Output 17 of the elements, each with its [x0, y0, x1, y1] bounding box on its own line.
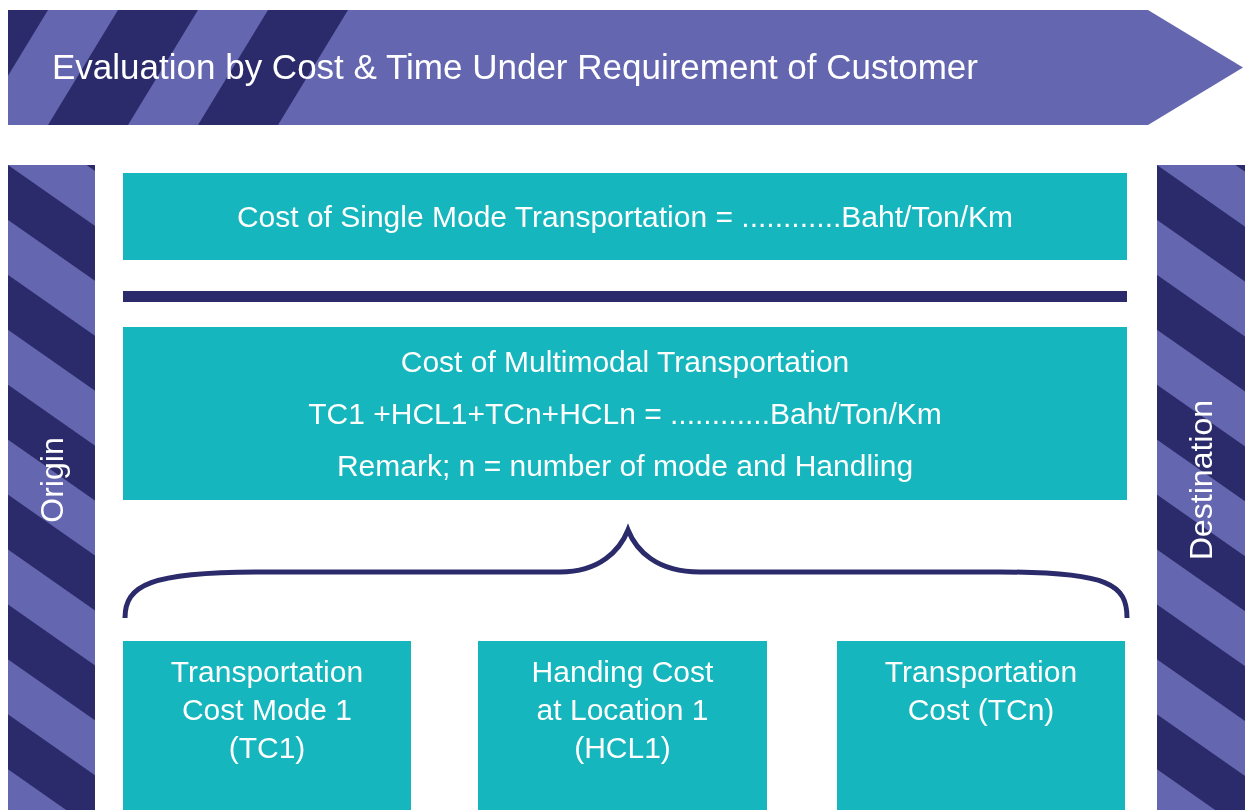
side-band — [1157, 165, 1245, 810]
band-label: Destination — [1182, 399, 1220, 560]
cost-box — [837, 641, 1125, 810]
box-text: Cost of Multimodal Transportation — [400, 343, 850, 380]
banner-title: Evaluation by Cost & Time Under Requirement of Customer — [52, 46, 978, 89]
cost-box — [123, 327, 1127, 500]
cost-box — [478, 641, 767, 810]
side-band — [8, 165, 95, 810]
box-text: Handing Cost at Location 1 (HCL1) — [530, 654, 715, 766]
cost-box — [123, 173, 1127, 260]
box-text: Cost of Single Mode Transportation = ............Baht/Ton/Km — [236, 198, 1014, 235]
box-text: Remark; n = number of mode and Handling — [336, 447, 914, 484]
box-text: Transportation Cost (TCn) — [883, 654, 1079, 728]
box-text: TC1 +HCL1+TCn+HCLn = ............Baht/Ton/Km — [308, 395, 942, 432]
cost-box — [123, 641, 411, 810]
band-label: Origin — [32, 436, 71, 523]
box-text: Transportation Cost Mode 1 (TC1) — [169, 654, 365, 766]
